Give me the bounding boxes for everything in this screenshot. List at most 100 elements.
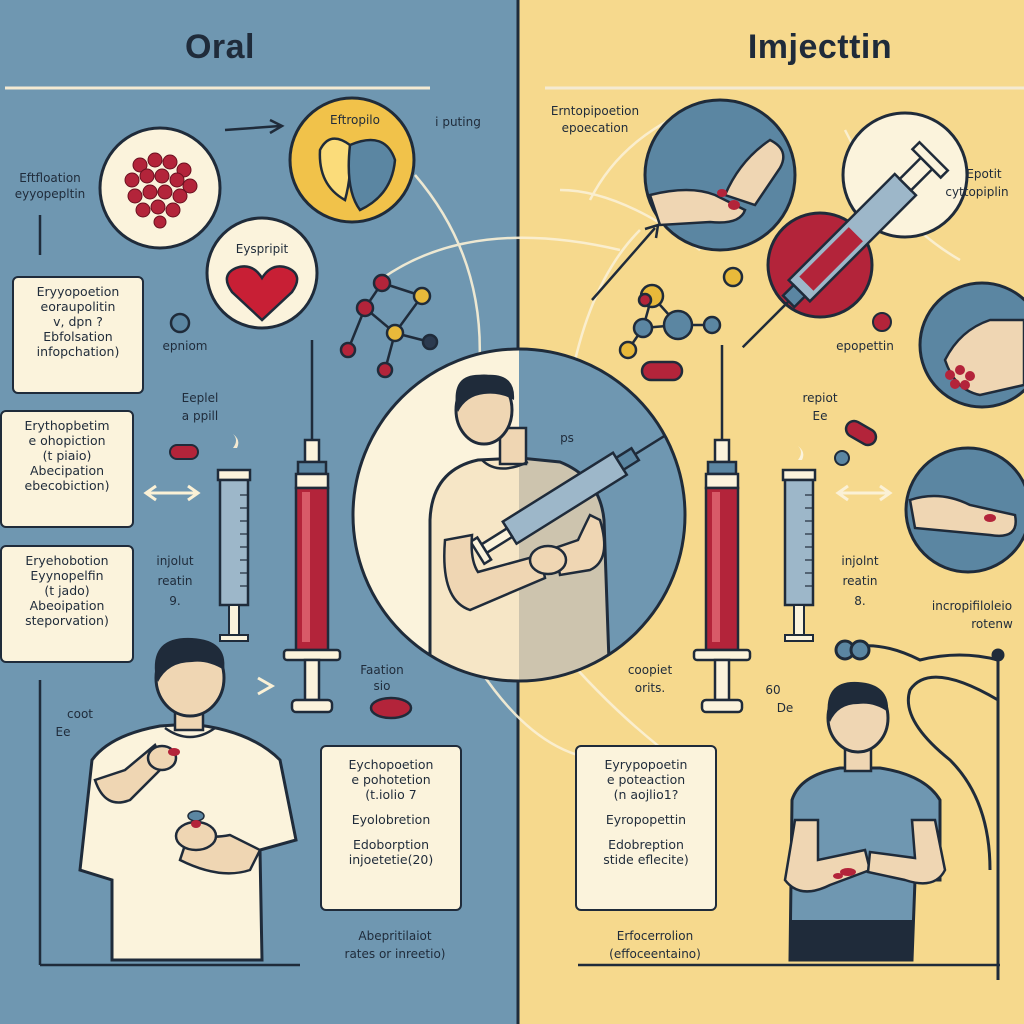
- heart-bubble: [205, 216, 319, 330]
- right-inject-label-2: reatin: [842, 574, 878, 588]
- center-circle: [351, 347, 687, 683]
- box-line: Eyynopelfin: [30, 568, 104, 583]
- molecule-left: [339, 273, 439, 379]
- box-line: stide eflecite): [603, 852, 689, 867]
- blood-syringe-right: [692, 345, 752, 714]
- red-cells-bubble: [98, 126, 222, 250]
- right-corner-label-2: cyttopiplin: [945, 185, 1009, 199]
- left-title: Oral: [184, 28, 256, 66]
- box-line: (t.iolio 7: [365, 787, 417, 802]
- box-line: Eryyopoetion: [36, 284, 120, 299]
- right-mid-label-1: repiot: [802, 391, 838, 405]
- info-box-left-4: Eychopoetion e pohotetion (t.iolio 7 Eyo…: [320, 745, 462, 911]
- box-line: (t jado): [44, 583, 90, 598]
- double-arrows: [143, 484, 893, 502]
- red-tablet-left: [369, 696, 413, 720]
- molecule-right: [618, 266, 744, 360]
- box-line: (n aojlio1?: [613, 787, 679, 802]
- right-side-label-2: rotenw: [971, 617, 1013, 631]
- person-holding-pill: [783, 681, 947, 962]
- info-box-left-1: Eryyopoetion eoraupolitin v, dpn ? Ebfol…: [12, 276, 144, 394]
- info-box-left-3: Eryehobotion Eyynopelfin (t jado) Abeoip…: [0, 545, 134, 663]
- small-pill-left: [169, 444, 199, 460]
- pill-side-label-1: Faation: [360, 663, 404, 677]
- left-bottom-caption-2: rates or inreetio): [344, 947, 446, 961]
- box-line: injoetetie(20): [348, 852, 434, 867]
- box-line: Ebfolsation: [43, 329, 113, 344]
- box-line: e pohotetion: [351, 772, 431, 787]
- info-box-left-2: Erythopbetim e ohopiction (t piaio) Abec…: [0, 410, 134, 528]
- left-cost-label-2: Ee: [55, 725, 71, 739]
- hands-pill-bubble: [643, 98, 797, 252]
- pill-label-1: Eeplel: [181, 391, 219, 405]
- stethoscope: [834, 639, 1005, 980]
- left-bubble-side-label: i puting: [435, 115, 481, 129]
- left-inject-label-3: 9.: [169, 594, 181, 608]
- person-taking-pill: [78, 637, 298, 962]
- left-side-label-2: eyyopepltin: [14, 187, 86, 201]
- capsule-right-2: [844, 419, 878, 447]
- right-small-label-1: 60: [765, 683, 781, 697]
- dot-right: [834, 450, 850, 466]
- box-line: eoraupolitin: [40, 299, 116, 314]
- right-small-label-2: De: [776, 701, 794, 715]
- box-line: infopchation): [36, 344, 120, 359]
- capsule-right: [640, 360, 684, 382]
- hand-red-cells-bubble: [918, 281, 1024, 409]
- box-line: Edobreption: [608, 837, 684, 852]
- pill-label-2: a ppill: [181, 409, 219, 423]
- box-line: e poteaction: [606, 772, 686, 787]
- box-line: Edoborption: [352, 837, 430, 852]
- center-ps-label: ps: [560, 431, 574, 445]
- hand-pill-bubble: [904, 446, 1024, 574]
- red-dot-right: [872, 312, 892, 332]
- info-box-right: Eyrypopoetin e poteaction (n aojlio1? Ey…: [575, 745, 717, 911]
- right-pill-label: epopettin: [836, 339, 894, 353]
- box-line: steporvation): [25, 613, 109, 628]
- box-line: Abeoipation: [29, 598, 105, 613]
- right-bottom-caption-1: Erfocerrolion: [616, 929, 694, 943]
- box-line: Eryehobotion: [25, 553, 109, 568]
- right-mid-label-2: Ee: [812, 409, 828, 423]
- box-line: ebecobiction): [24, 478, 110, 493]
- box-line: Abecipation: [29, 463, 105, 478]
- box-line: Eyolobretion: [351, 812, 431, 827]
- arrows: [224, 118, 660, 301]
- box-line: v, dpn ?: [53, 314, 103, 329]
- right-inject-label-3: 8.: [854, 594, 866, 608]
- box-line: Eychopoetion: [348, 757, 434, 772]
- cell-dot: [169, 312, 191, 334]
- test-tube-right: [781, 446, 817, 642]
- big-syringe-right: [741, 111, 969, 349]
- right-top-label-2: epoecation: [561, 121, 629, 135]
- box-line: e ohopiction: [28, 433, 106, 448]
- box-line: (t piaio): [42, 448, 92, 463]
- left-bubble-label: Eftropilo: [330, 113, 380, 127]
- left-side-label-1: Eftfloation: [19, 171, 81, 185]
- left-inject-label-2: reatin: [157, 574, 193, 588]
- heart-bubble-label: Eyspripit: [235, 242, 289, 256]
- pill-side-label-2: sio: [373, 679, 391, 693]
- test-tube-left: [216, 434, 252, 642]
- left-guides: [38, 215, 300, 967]
- blood-syringe-left: [282, 340, 342, 714]
- right-top-label-1: Erntopipoetion: [550, 104, 640, 118]
- box-line: Eyrypopoetin: [604, 757, 688, 772]
- play-arrow: [257, 676, 276, 696]
- box-line: Erythopbetim: [24, 418, 110, 433]
- left-inject-label-1: injolut: [156, 554, 194, 568]
- left-cost-label-1: coot: [67, 707, 93, 721]
- right-cost-label-2: orits.: [634, 681, 666, 695]
- right-side-label-1: incropifiloleio: [931, 599, 1013, 613]
- right-bottom-caption-2: (effoceentaino): [609, 947, 701, 961]
- cell-label: epniom: [162, 339, 208, 353]
- left-bottom-caption-1: Abepritilaiot: [358, 929, 432, 943]
- right-title: Imjecttin: [747, 28, 893, 66]
- right-cost-label-1: coopiet: [627, 663, 673, 677]
- pill-halves-bubble: [288, 96, 416, 224]
- right-corner-label-1: Epotit: [966, 167, 1002, 181]
- right-inject-label-1: injolnt: [841, 554, 879, 568]
- box-line: Eyropopettin: [605, 812, 687, 827]
